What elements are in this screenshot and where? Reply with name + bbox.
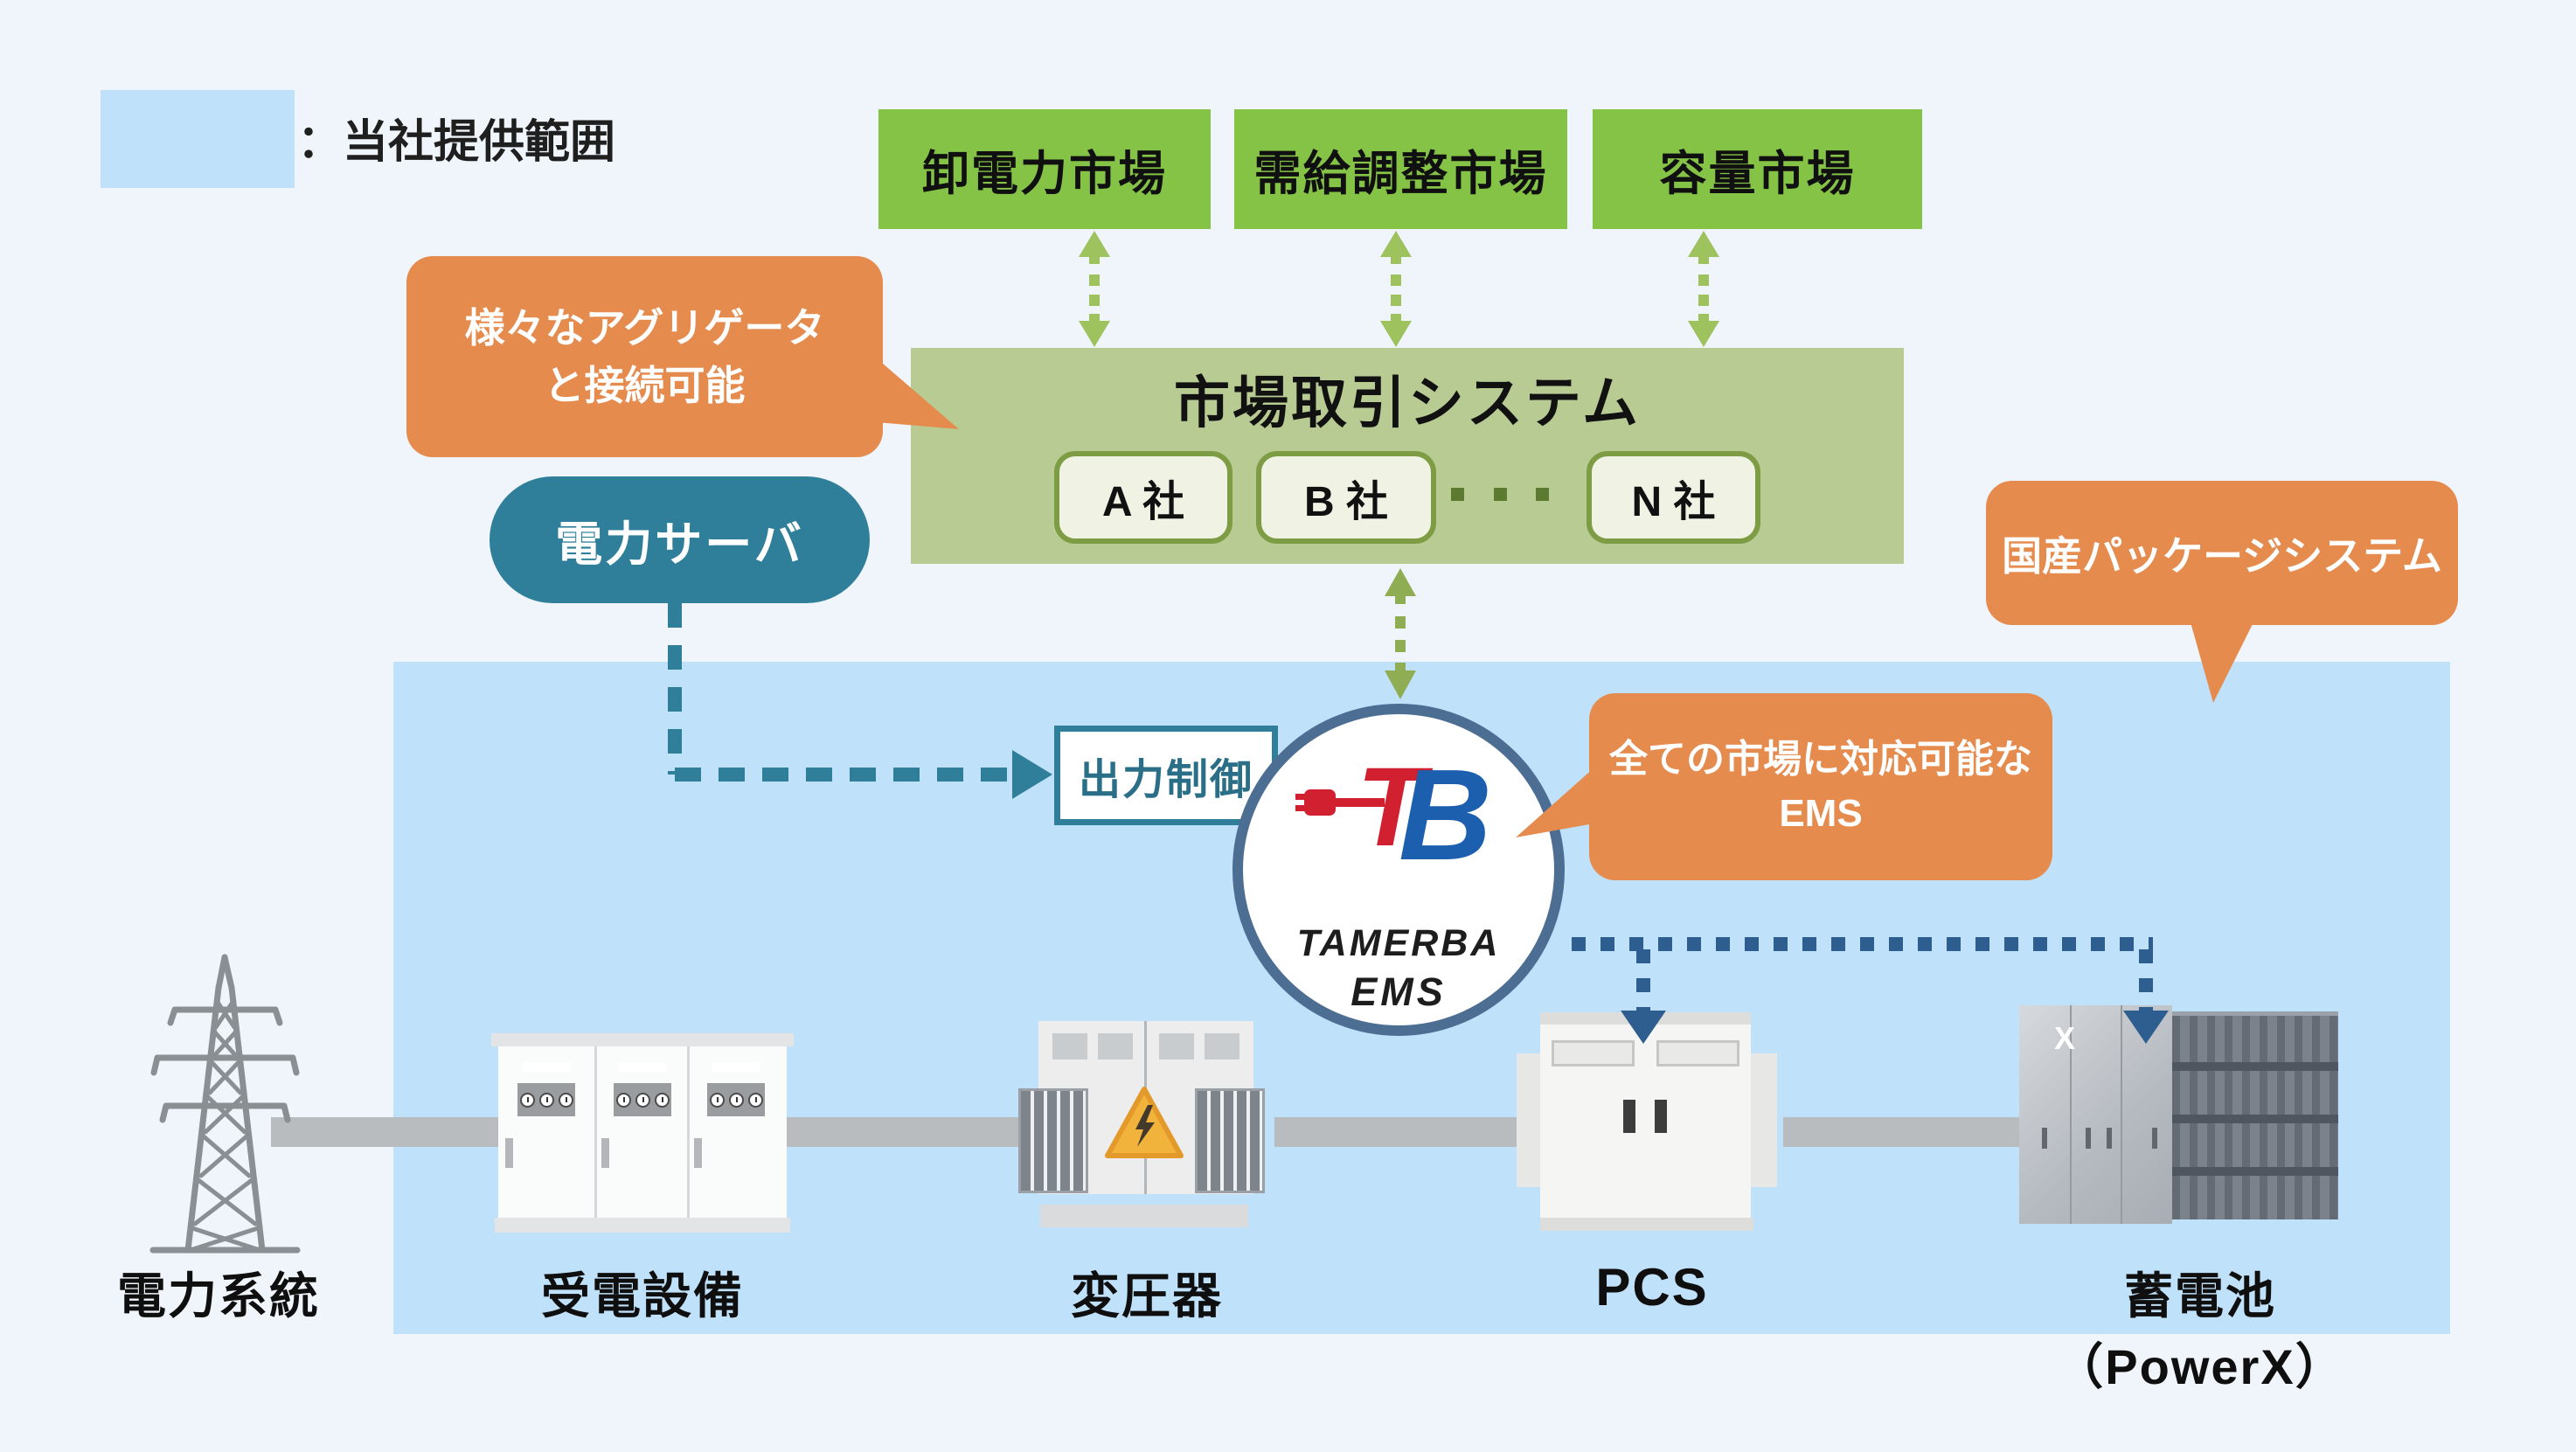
double-arrow-icon [1385,568,1416,699]
svg-text:B: B [1399,743,1492,879]
market-trading-system-title: 市場取引システム [1173,372,1642,434]
aggregator-callout-line2: と接続可能 [544,363,746,408]
arrowhead-down-icon [1621,1011,1666,1044]
tamerba-ems-circle: T B TAMERBA EMS [1232,704,1565,1036]
double-arrow-icon [1079,231,1110,347]
ems-callout-line1: 全ての市場に対応可能な [1609,738,2032,781]
power-line-bar [271,1117,503,1147]
pcs-icon [1517,1005,1779,1231]
power-server-pill: 電力サーバ [490,476,870,603]
domestic-package-callout: 国産パッケージシステム [1986,481,2458,625]
company-a-box: A 社 [1054,451,1232,544]
dotted-line-vertical-pcs [1636,949,1650,1012]
tamerba-wordmark: TAMERBA [1296,922,1501,964]
capacity-market-box: 容量市場 [1593,109,1922,229]
ems-callout-line2: EMS [1779,792,1863,835]
ems-wordmark: EMS [1350,969,1447,1014]
transformer-label: 変圧器 [1071,1268,1223,1323]
ems-callout-tail [1516,768,1594,837]
company-b-box: B 社 [1256,451,1436,544]
svg-text:T: T [1357,745,1434,870]
market-trading-system-box: 市場取引システム A 社 B 社 N 社 [911,348,1904,564]
transformer-icon [1014,1014,1267,1233]
aggregator-callout-tail [876,358,959,429]
arrowhead-down-icon [2123,1011,2169,1044]
legend-label: ：当社提供範囲 [297,117,616,168]
company-n-box: N 社 [1587,451,1760,544]
tb-logo-icon: T B [1295,743,1492,879]
grid-label: 電力系統 [117,1268,320,1323]
battery-label: 蓄電池（PowerX） [2054,1268,2346,1394]
domestic-package-callout-tail [2191,622,2253,703]
pcs-label: PCS [1595,1258,1709,1317]
wholesale-market-box: 卸電力市場 [878,109,1211,229]
receiving-equipment-label: 受電設備 [541,1268,744,1323]
ellipsis-dots-icon [1451,488,1549,505]
dashed-line-horizontal [675,768,1016,782]
transmission-tower-icon [149,954,301,1254]
ems-callout: 全ての市場に対応可能な EMS [1589,693,2052,880]
dotted-line-vertical-battery [2139,949,2153,1012]
double-arrow-icon [1380,231,1412,347]
power-line-bar [1783,1117,2032,1147]
battery-icon: X [2019,1001,2338,1226]
dotted-line-horizontal [1572,937,2153,951]
aggregator-callout: 様々なアグリゲータ と接続可能 [406,256,883,457]
dashed-line-vertical [668,603,682,775]
receiving-equipment-icon [491,1033,794,1233]
legend-swatch [101,90,295,188]
aggregator-callout-line1: 様々なアグリゲータ [464,305,825,351]
battery-logo: X [2054,1020,2076,1056]
output-control-box: 出力制御 [1054,726,1278,825]
double-arrow-icon [1688,231,1719,347]
high-voltage-warning-icon [1105,1087,1184,1158]
balancing-market-box: 需給調整市場 [1234,109,1567,229]
arrowhead-right-icon [1012,750,1052,799]
